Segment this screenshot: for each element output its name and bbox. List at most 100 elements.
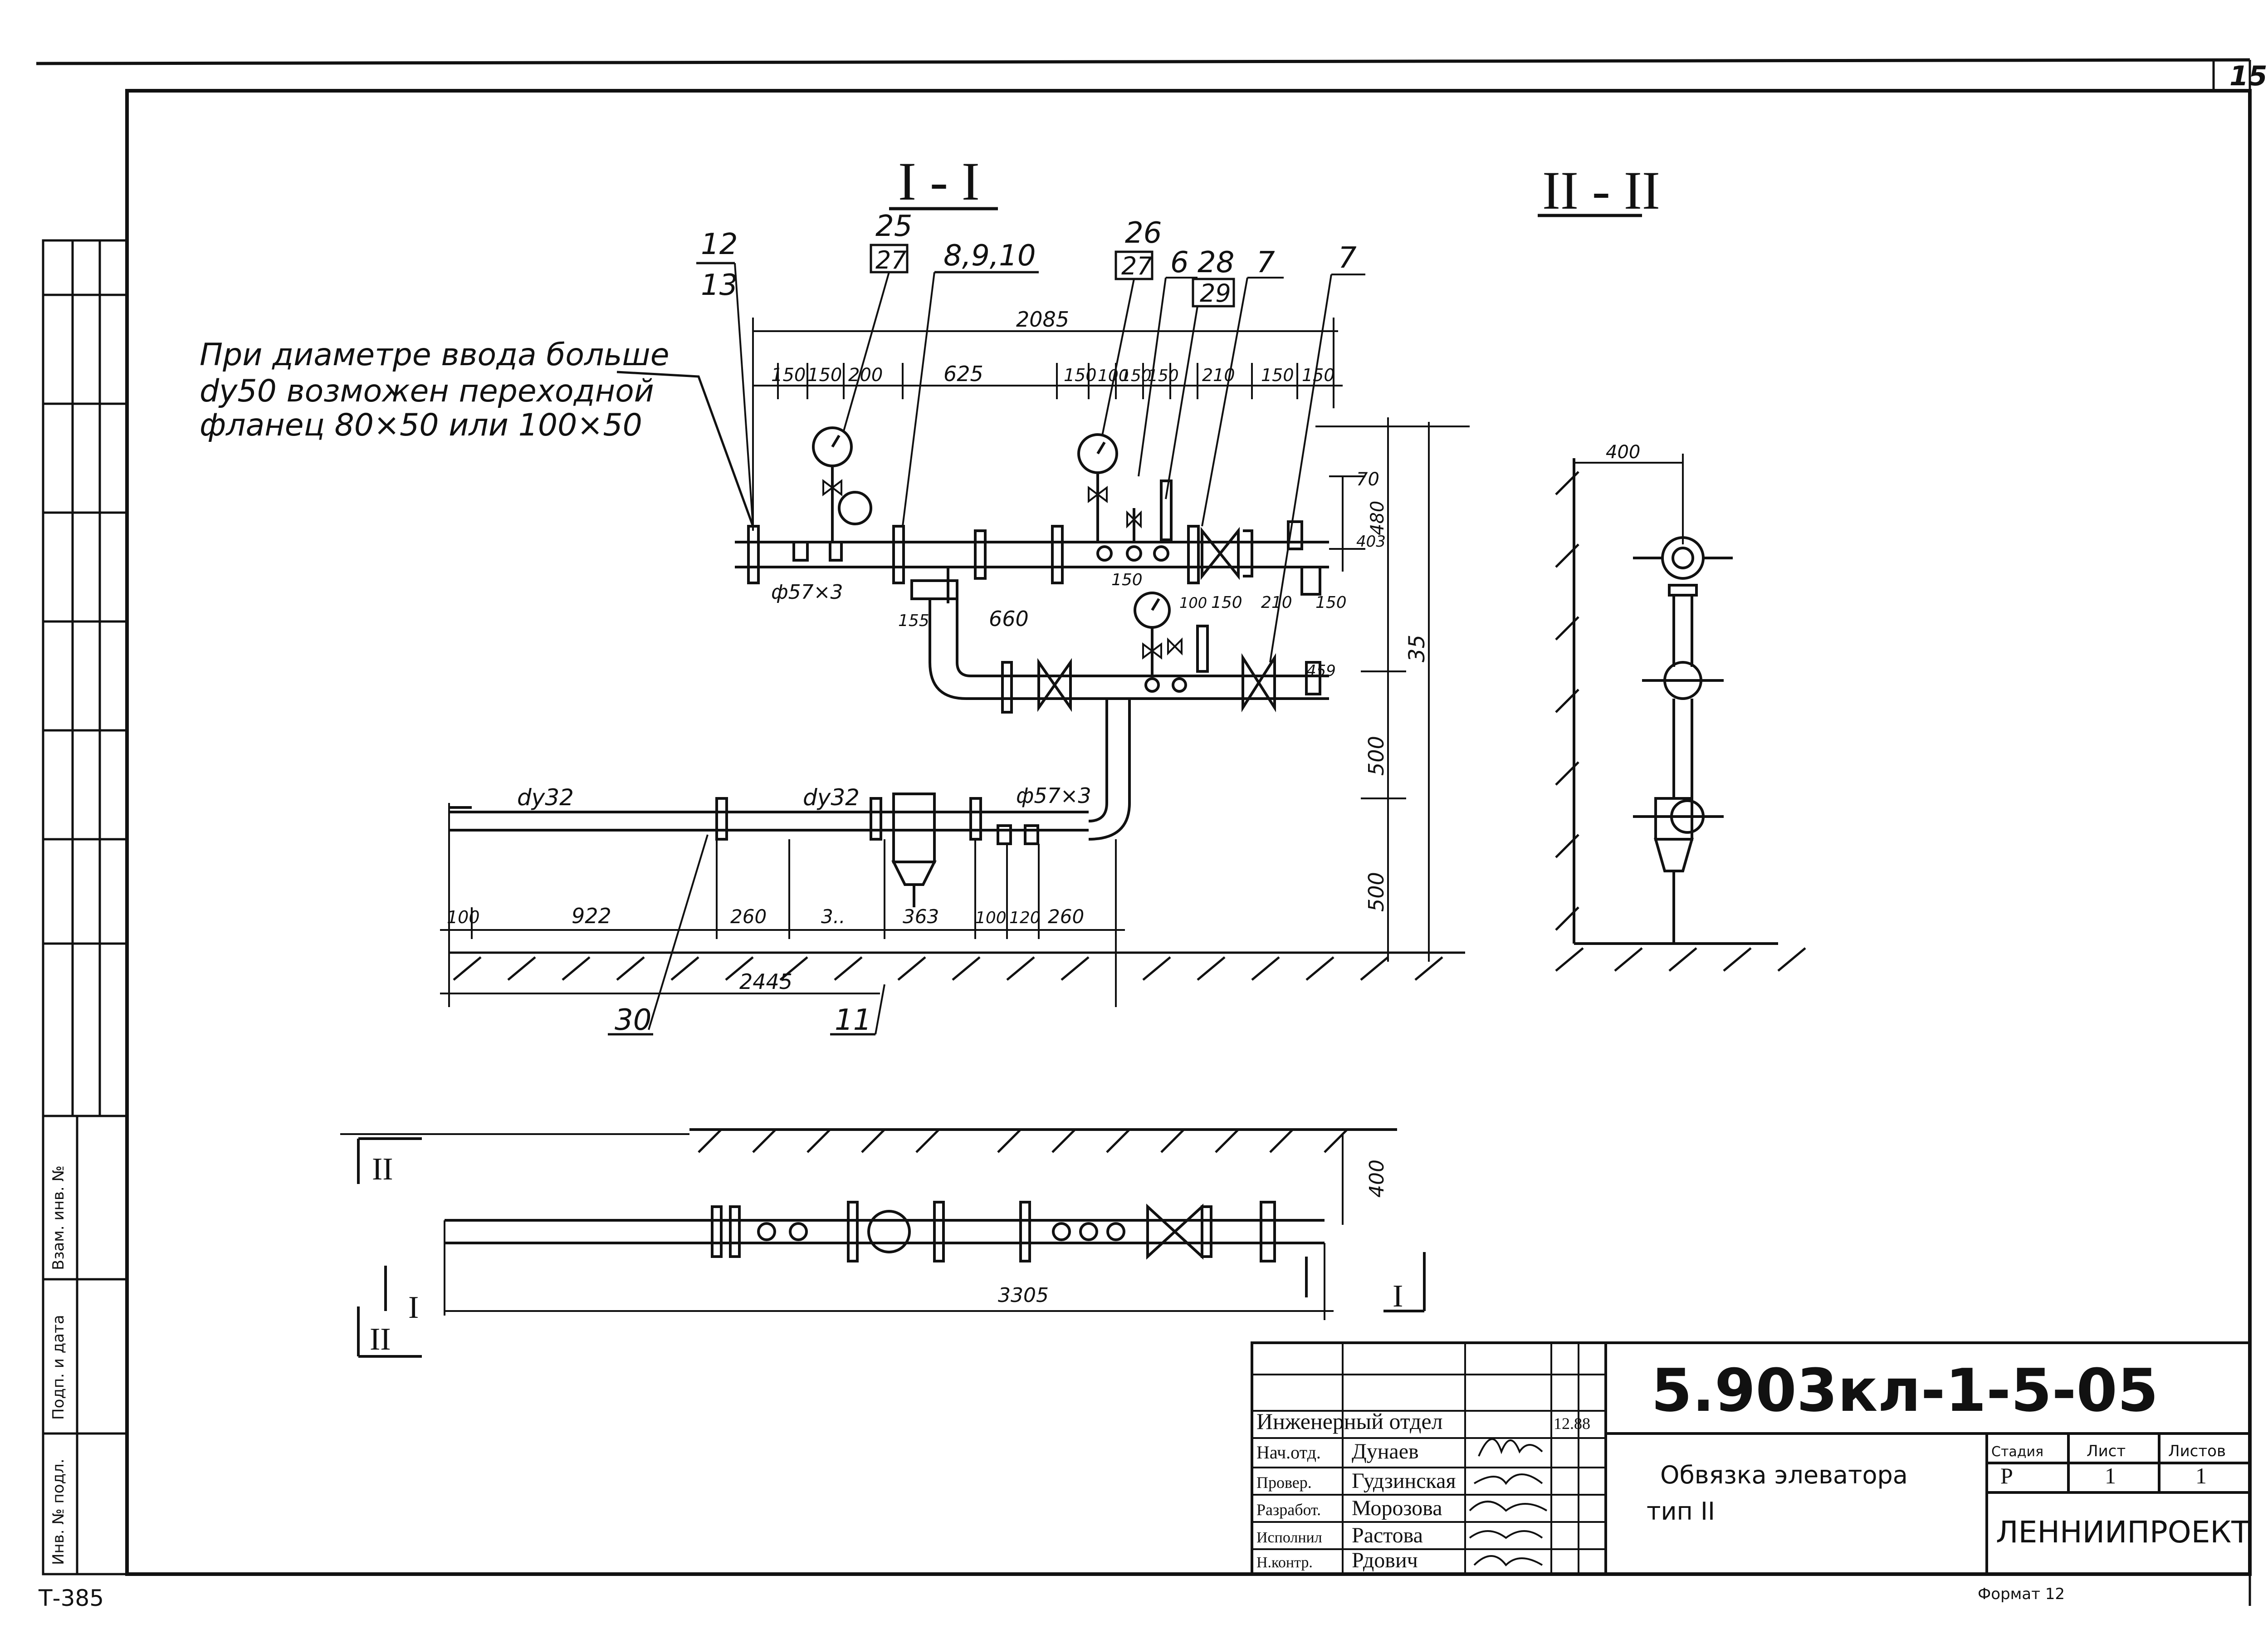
plan-marker-2b: II bbox=[370, 1322, 391, 1357]
dim-3305: 3305 bbox=[998, 1284, 1049, 1307]
callout-8-9-10: 8,9,10 bbox=[943, 239, 1036, 273]
signature-1 bbox=[1478, 1438, 1543, 1457]
dim-35: 35 bbox=[1404, 635, 1430, 662]
callout-25: 25 bbox=[875, 210, 912, 243]
note-line-3: фланец 80×50 или 100×50 bbox=[200, 407, 642, 443]
dim-100c: 100 bbox=[447, 907, 480, 927]
dim-210b: 210 bbox=[1261, 593, 1292, 612]
title-line-1: Обвязка элеватора bbox=[1660, 1461, 1908, 1489]
callout-29: 29 bbox=[1200, 279, 1231, 308]
callout-30: 30 bbox=[615, 1003, 651, 1037]
signature-3 bbox=[1469, 1501, 1548, 1512]
org-name: ЛЕННИИПРОЕКТ bbox=[1996, 1515, 2250, 1550]
doc-code: 5.903кл-1-5-05 bbox=[1651, 1356, 2158, 1425]
callout-27b: 27 bbox=[1121, 252, 1153, 280]
callout-7b: 7 bbox=[1338, 241, 1357, 275]
dim-260b: 260 bbox=[1048, 905, 1084, 928]
dy32-b: dy32 bbox=[803, 784, 860, 811]
dim-922: 922 bbox=[572, 904, 611, 928]
name-3: Морозова bbox=[1352, 1496, 1442, 1520]
signature-5 bbox=[1473, 1555, 1543, 1567]
dim-363: 363 bbox=[903, 905, 939, 928]
dim-210a: 210 bbox=[1202, 365, 1235, 385]
dim-500b: 500 bbox=[1364, 872, 1388, 912]
title-line-2: тип II bbox=[1647, 1497, 1715, 1526]
sheet-label: Лист bbox=[2087, 1442, 2126, 1460]
left-strip bbox=[42, 239, 128, 1575]
sheets-value: 1 bbox=[2195, 1463, 2207, 1488]
floor-hatch-1 bbox=[449, 951, 1465, 981]
dim-100a: 100 bbox=[1098, 367, 1129, 385]
dim-100d: 100 bbox=[975, 909, 1007, 927]
dim-150h: 150 bbox=[1111, 571, 1143, 589]
right-vertical-dimensions bbox=[1315, 417, 1470, 962]
dim-150a: 150 bbox=[771, 365, 806, 386]
role-2: Провер. bbox=[1256, 1473, 1312, 1492]
role-3: Разработ. bbox=[1256, 1501, 1321, 1519]
plan-marker-1b: I bbox=[1393, 1279, 1403, 1314]
dim-150c: 150 bbox=[1064, 365, 1097, 385]
callout-12: 12 bbox=[701, 228, 738, 261]
name-5: Рдович bbox=[1352, 1548, 1418, 1572]
phi-57-a: ф57×3 bbox=[771, 581, 843, 604]
name-1: Дунаев bbox=[1352, 1439, 1419, 1463]
dim-200: 200 bbox=[848, 365, 883, 386]
format-note: Формат 12 bbox=[1978, 1585, 2065, 1603]
note-leader bbox=[616, 371, 754, 527]
dim-100b: 100 bbox=[1179, 594, 1207, 612]
dim-660: 660 bbox=[989, 607, 1029, 631]
signature-2 bbox=[1473, 1473, 1543, 1485]
dept-row: Инженерный отдел bbox=[1256, 1409, 1443, 1434]
dim-3x: 3.. bbox=[821, 905, 845, 928]
dim-400b: 400 bbox=[1365, 1160, 1388, 1198]
section-title-2: II - II bbox=[1542, 160, 1660, 220]
section-title-1: I - I bbox=[898, 151, 980, 211]
role-5: Н.контр. bbox=[1256, 1554, 1313, 1571]
section-markers bbox=[357, 1137, 1426, 1358]
stage-label: Стадия bbox=[1991, 1444, 2043, 1460]
date: 12.88 bbox=[1554, 1414, 1590, 1433]
sheets-label: Листов bbox=[2168, 1442, 2226, 1460]
phi-57-b: ф57×3 bbox=[1016, 783, 1091, 808]
callout-26: 26 bbox=[1125, 216, 1162, 250]
callouts: 12 13 25 27 8,9,10 26 27 6 28 29 7 7 bbox=[696, 210, 1365, 663]
name-4: Растова bbox=[1352, 1523, 1423, 1547]
top-dimensions bbox=[752, 318, 1343, 531]
section-2-view bbox=[1555, 454, 1806, 972]
dim-150j: 150 bbox=[1315, 593, 1347, 612]
sheet-value: 1 bbox=[2105, 1463, 2116, 1488]
dim-260a: 260 bbox=[730, 905, 767, 928]
name-2: Гудзинская bbox=[1352, 1469, 1456, 1493]
dim-120: 120 bbox=[1009, 909, 1041, 927]
plan-view bbox=[340, 1128, 1397, 1320]
strip-inv-label: Взам. инв. № bbox=[49, 1165, 68, 1270]
dim-403: 403 bbox=[1356, 533, 1386, 551]
dim-150i: 150 bbox=[1211, 593, 1242, 612]
dim-459: 459 bbox=[1306, 662, 1336, 680]
dim-500a: 500 bbox=[1364, 736, 1388, 776]
dim-2445: 2445 bbox=[739, 969, 792, 994]
dim-150d: 150 bbox=[1120, 367, 1152, 385]
dim-155: 155 bbox=[898, 612, 929, 630]
role-4: Исполнил bbox=[1256, 1529, 1322, 1546]
dim-2085: 2085 bbox=[1016, 307, 1069, 332]
strip-inv-orig-label: Инв. № подл. bbox=[49, 1458, 68, 1565]
dy32-a: dy32 bbox=[517, 784, 574, 811]
callout-13: 13 bbox=[701, 269, 738, 302]
dim-150g: 150 bbox=[1302, 365, 1335, 385]
dim-150b: 150 bbox=[807, 365, 842, 386]
strip-sign-label: Подп. и дата bbox=[49, 1315, 68, 1420]
plan-marker-2a: II bbox=[372, 1152, 393, 1187]
note-line-2: dy50 возможен переходной bbox=[200, 373, 654, 409]
dim-70: 70 bbox=[1356, 469, 1379, 490]
callout-11: 11 bbox=[835, 1003, 871, 1037]
section-1-piping bbox=[449, 426, 1329, 907]
stamp-number: Т-385 bbox=[38, 1585, 104, 1611]
callout-28: 28 bbox=[1198, 246, 1234, 279]
role-1: Нач.отд. bbox=[1256, 1442, 1321, 1463]
dim-625: 625 bbox=[943, 362, 983, 386]
title-block bbox=[1251, 1341, 2251, 1575]
callout-7a: 7 bbox=[1256, 246, 1275, 279]
dim-150f: 150 bbox=[1261, 365, 1294, 385]
